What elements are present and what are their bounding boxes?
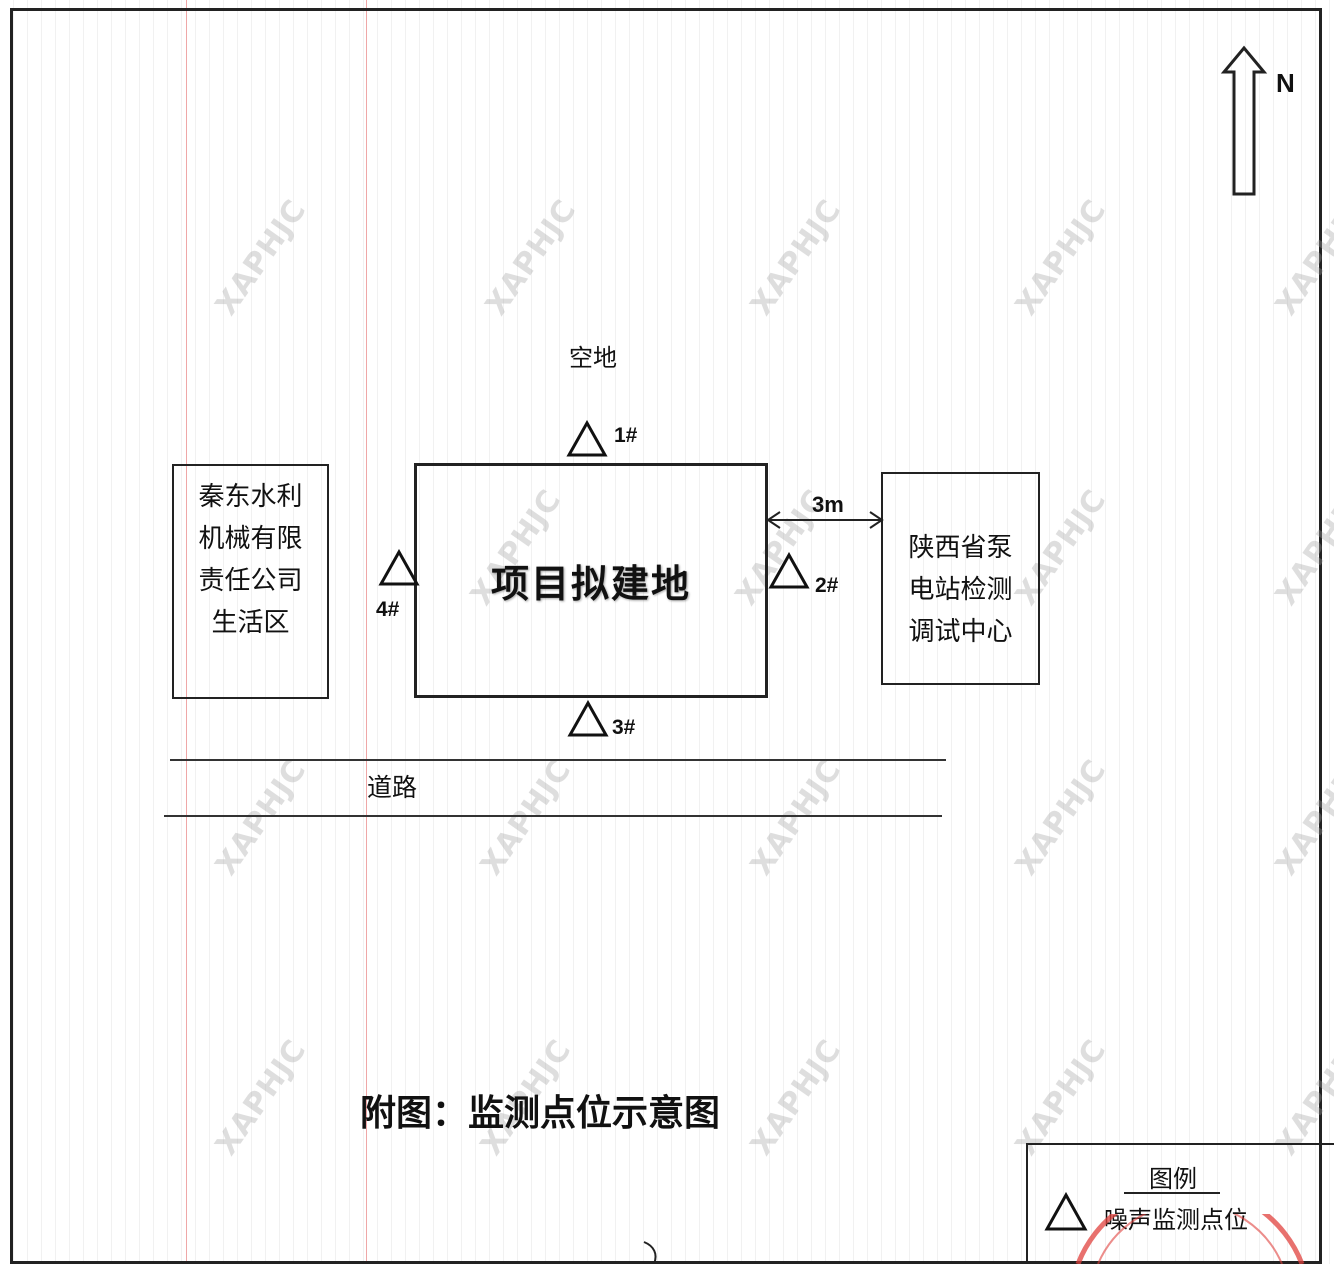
diagram-frame xyxy=(10,8,1322,1264)
figure-caption: 附图：监测点位示意图 xyxy=(360,1092,721,1134)
left-building-line: 责任公司 xyxy=(198,566,303,596)
point-2-triangle-icon xyxy=(768,552,810,589)
road-edge-bottom xyxy=(164,815,942,817)
legend-triangle-icon xyxy=(1044,1192,1088,1231)
point-4-label: 4# xyxy=(376,598,400,621)
road-edge-top xyxy=(170,759,946,761)
scan-red-line xyxy=(186,0,187,1264)
scan-mark xyxy=(643,1241,657,1264)
left-building-box xyxy=(172,464,329,699)
project-site-label: 项目拟建地 xyxy=(490,561,691,606)
left-building-line: 秦东水利 xyxy=(198,482,303,512)
distance-label: 3m xyxy=(812,492,844,517)
left-building-line: 机械有限 xyxy=(198,524,303,554)
legend-item-label: 噪声监测点位 xyxy=(1104,1206,1248,1234)
legend-title-underline xyxy=(1124,1192,1220,1194)
left-building-line: 生活区 xyxy=(211,608,290,638)
right-building-box xyxy=(881,472,1040,685)
scan-red-line xyxy=(366,0,367,1264)
north-arrow-icon xyxy=(1220,45,1268,196)
right-building-line: 调试中心 xyxy=(908,617,1013,647)
left-building-label: 秦东水利 机械有限 责任公司 生活区 xyxy=(172,476,329,644)
point-2-label: 2# xyxy=(815,574,839,597)
north-label: N xyxy=(1276,68,1295,98)
point-3-label: 3# xyxy=(612,716,636,739)
right-building-line: 电站检测 xyxy=(908,575,1013,605)
legend-title: 图例 xyxy=(1149,1165,1197,1193)
company-stamp xyxy=(1075,1214,1305,1264)
point-3-triangle-icon xyxy=(567,700,609,737)
distance-arrow xyxy=(766,511,884,529)
road-label: 道路 xyxy=(367,773,418,802)
legend-box xyxy=(1026,1143,1334,1264)
open-land-label: 空地 xyxy=(569,344,617,372)
right-building-line: 陕西省泵 xyxy=(908,533,1013,563)
right-building-label: 陕西省泵 电站检测 调试中心 xyxy=(881,527,1040,653)
point-4-triangle-icon xyxy=(378,549,420,586)
point-1-triangle-icon xyxy=(566,420,608,457)
point-1-label: 1# xyxy=(614,424,638,447)
